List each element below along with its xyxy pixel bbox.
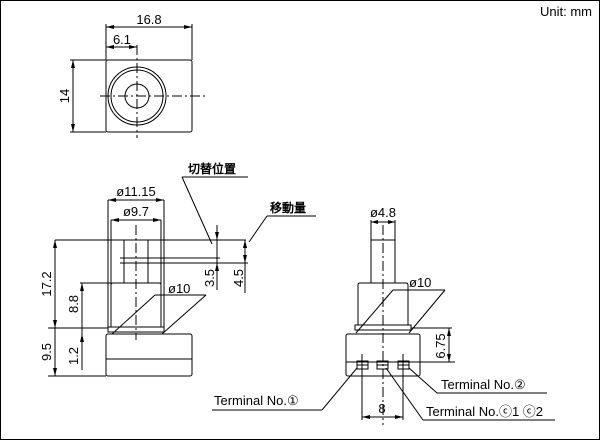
terminal-1-label: Terminal No.① — [214, 393, 299, 408]
arrow — [215, 232, 219, 240]
arrow — [53, 320, 57, 328]
arrow — [215, 263, 219, 271]
arrow — [184, 25, 192, 29]
dim-8: 8 — [378, 401, 385, 416]
arrow — [362, 415, 370, 419]
arrow — [243, 240, 247, 248]
arrow — [80, 334, 84, 342]
dia-10-leader-left — [111, 294, 156, 335]
base-body — [105, 333, 193, 377]
terminal-2-leader — [408, 367, 438, 394]
terminal-c-label: Terminal No.ⓒ1 ⓒ2 — [426, 404, 543, 419]
arrow — [156, 198, 164, 202]
dim-3-5: 3.5 — [202, 269, 217, 287]
top-view: 16.8 6.1 14 — [57, 12, 205, 138]
terminal-1-leader — [321, 367, 358, 411]
arrow — [447, 328, 451, 336]
terminal-2-label: Terminal No.② — [441, 377, 526, 392]
dim-1-2: 1.2 — [66, 347, 81, 365]
dim-dia-10-side: ø10 — [409, 275, 431, 290]
dim-14: 14 — [57, 89, 72, 103]
dim-dia-4-8: ø4.8 — [370, 205, 396, 220]
dim-dia-10-front: ø10 — [168, 281, 190, 296]
dim-dia-9-7: ø9.7 — [123, 204, 149, 219]
arrow — [371, 220, 378, 224]
arrow — [108, 198, 116, 202]
switch-point-label: 切替位置 — [188, 161, 236, 176]
dim-8-8: 8.8 — [66, 295, 81, 313]
dim-9-5: 9.5 — [39, 343, 54, 361]
arrow — [53, 368, 57, 376]
arrow — [388, 220, 395, 224]
side-dia-10-leader-left — [355, 289, 394, 334]
arrow — [71, 60, 75, 68]
side-dia-10-leader-right — [408, 289, 446, 334]
dim-17-2: 17.2 — [39, 271, 54, 296]
arrow — [153, 218, 161, 222]
unit-label: Unit: mm — [540, 4, 592, 19]
arrow — [106, 45, 114, 49]
front-view: ø11.15 ø9.7 17.2 9.5 8.8 1.2 ø10 — [39, 161, 316, 377]
terminal-c-leader — [385, 367, 424, 421]
dim-6-1: 6.1 — [113, 32, 131, 47]
dim-4-5: 4.5 — [231, 269, 246, 287]
arrow — [80, 283, 84, 291]
switch-point-leader — [181, 176, 213, 245]
dia-10-leader-right — [161, 294, 207, 335]
side-view: ø4.8 ø10 6.75 8 Terminal No.① — [212, 205, 555, 425]
flange — [107, 326, 165, 333]
dim-6-75: 6.75 — [433, 333, 448, 358]
arrow — [395, 415, 403, 419]
dim-dia-11-15: ø11.15 — [116, 184, 156, 199]
arrow — [243, 255, 247, 263]
arrow — [53, 240, 57, 248]
arrow — [71, 124, 75, 132]
travel-label: 移動量 — [270, 200, 306, 215]
travel-leader — [248, 215, 268, 243]
arrow — [447, 354, 451, 362]
dim-16-8: 16.8 — [136, 12, 161, 27]
arrow — [129, 45, 137, 49]
arrow — [111, 218, 119, 222]
arrow — [106, 25, 114, 29]
